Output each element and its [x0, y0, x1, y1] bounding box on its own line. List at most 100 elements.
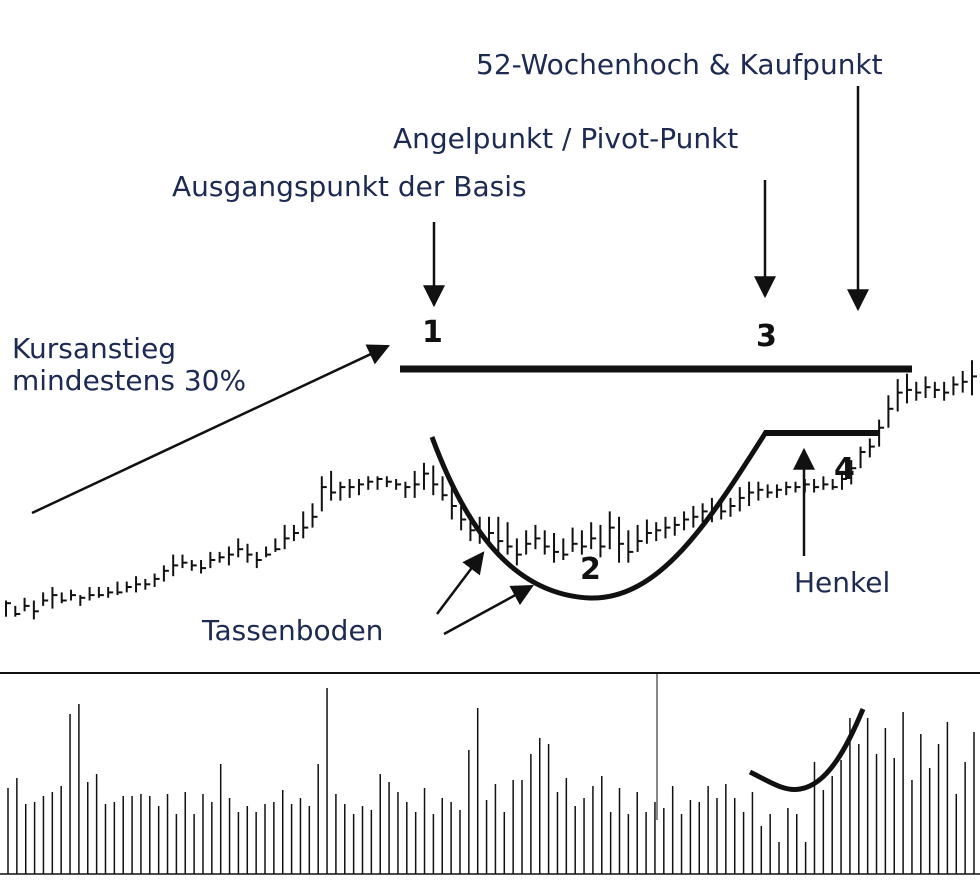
- price-bar: [116, 581, 123, 596]
- price-bar: [330, 470, 337, 501]
- price-bar: [395, 479, 402, 490]
- price-bar: [88, 587, 95, 601]
- volume-cup-curve: [748, 708, 866, 793]
- price-bar: [822, 476, 829, 490]
- price-bar: [729, 497, 736, 517]
- price-bar: [580, 530, 587, 555]
- price-bar: [348, 479, 355, 498]
- price-bar: [738, 487, 745, 512]
- price-bar: [302, 511, 309, 539]
- price-bar: [794, 481, 801, 493]
- price-bar: [915, 381, 922, 401]
- price-bar: [887, 395, 894, 428]
- basis-label: Ausgangspunkt der Basis: [172, 170, 527, 203]
- price-bar: [971, 360, 977, 396]
- price-bar: [283, 524, 290, 550]
- price-bar: [785, 481, 792, 496]
- kursanstieg-label-line2: mindestens 30%: [12, 364, 246, 397]
- price-bar: [636, 524, 643, 552]
- price-bar: [218, 551, 225, 563]
- price-bar: [608, 511, 615, 550]
- price-bar: [627, 530, 634, 563]
- price-bar: [553, 533, 560, 563]
- price-bar: [255, 551, 262, 569]
- kursanstieg-label-line1: Kursanstieg: [12, 332, 176, 365]
- pivot-label: Angelpunkt / Pivot-Punkt: [393, 122, 738, 155]
- price-bar: [618, 516, 625, 563]
- price-bar: [766, 484, 773, 498]
- price-bar: [590, 522, 597, 550]
- price-bar: [209, 551, 216, 569]
- price-bar: [543, 530, 550, 555]
- price-bar: [376, 476, 383, 490]
- cup-curve: [429, 430, 769, 601]
- price-bar: [413, 470, 420, 498]
- kaufpunkt-label: 52-Wochenhoch & Kaufpunkt: [476, 48, 883, 81]
- price-bar: [952, 376, 959, 396]
- kursanstieg-arrow: [31, 344, 390, 515]
- price-bar: [385, 476, 392, 488]
- price-bar: [14, 605, 21, 617]
- marker-1: 1: [422, 315, 443, 350]
- price-bar: [775, 484, 782, 498]
- price-bar: [357, 479, 364, 496]
- price-bar: [961, 371, 968, 393]
- price-bar: [460, 506, 467, 531]
- price-bar: [506, 522, 513, 555]
- price-bar: [701, 503, 708, 523]
- price-bar: [673, 516, 680, 536]
- price-bar: [525, 530, 532, 555]
- price-bar: [320, 476, 327, 512]
- price-bar: [135, 576, 142, 593]
- price-bar: [153, 573, 160, 587]
- price-bar: [42, 592, 49, 606]
- price-bar: [265, 546, 272, 558]
- price-bar: [868, 438, 875, 458]
- price-bar: [32, 600, 39, 620]
- price-bar: [432, 465, 439, 496]
- price-bar: [840, 473, 847, 490]
- price-bar: [292, 524, 299, 542]
- price-bar: [850, 460, 857, 485]
- price-bar: [227, 546, 234, 566]
- price-bar: [757, 481, 764, 501]
- marker-4: 4: [834, 452, 855, 487]
- volume-bars: [7, 688, 975, 874]
- price-bar: [172, 554, 179, 577]
- price-bar: [655, 522, 662, 542]
- price-bar: [339, 481, 346, 501]
- price-bar: [813, 479, 820, 493]
- price-bar: [181, 554, 188, 569]
- price-bars: [5, 360, 977, 620]
- price-bar: [488, 516, 494, 544]
- price-bar: [51, 587, 58, 609]
- tassenboden-label: Tassenboden: [201, 614, 383, 647]
- price-bar: [162, 565, 169, 582]
- price-bar: [23, 597, 30, 612]
- henkel-label: Henkel: [794, 566, 890, 599]
- price-bar: [246, 543, 253, 563]
- price-bar: [943, 381, 950, 401]
- price-bar: [896, 379, 903, 412]
- price-bar: [79, 595, 86, 606]
- price-bar: [831, 479, 838, 490]
- price-bar: [5, 600, 11, 617]
- price-bar: [683, 511, 690, 531]
- marker-3: 3: [756, 319, 777, 354]
- tassenboden-arrow-2: [443, 584, 534, 636]
- price-bar: [367, 476, 374, 490]
- price-bar: [803, 479, 810, 493]
- price-bar: [70, 589, 77, 601]
- price-bar: [97, 587, 104, 598]
- price-bar: [692, 506, 699, 528]
- price-bar: [571, 527, 578, 552]
- price-bar: [107, 587, 114, 598]
- price-bar: [404, 481, 411, 498]
- price-bar: [515, 538, 522, 566]
- price-bar: [748, 481, 755, 506]
- price-bar: [924, 376, 931, 398]
- price-bar: [422, 462, 429, 490]
- price-bar: [144, 578, 151, 590]
- price-bar: [497, 516, 504, 555]
- price-bar: [645, 519, 652, 544]
